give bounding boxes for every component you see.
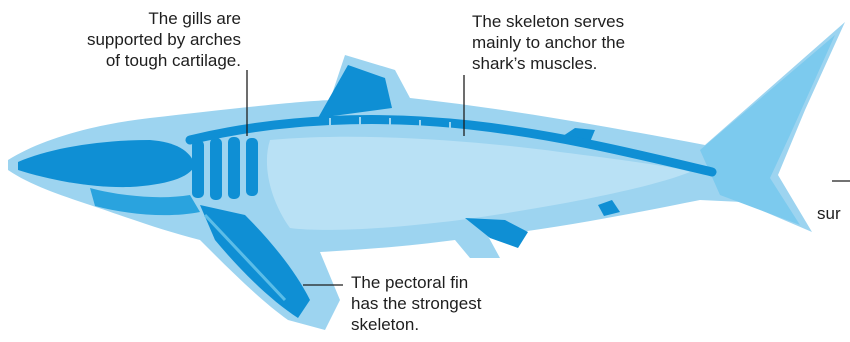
clipped-annotation: sur (817, 203, 841, 224)
skeleton-annotation: The skeleton serves mainly to anchor the… (472, 11, 625, 74)
gills-annotation: The gills are supported by arches of tou… (87, 8, 241, 71)
pectoral-fin-annotation: The pectoral fin has the strongest skele… (351, 272, 481, 335)
